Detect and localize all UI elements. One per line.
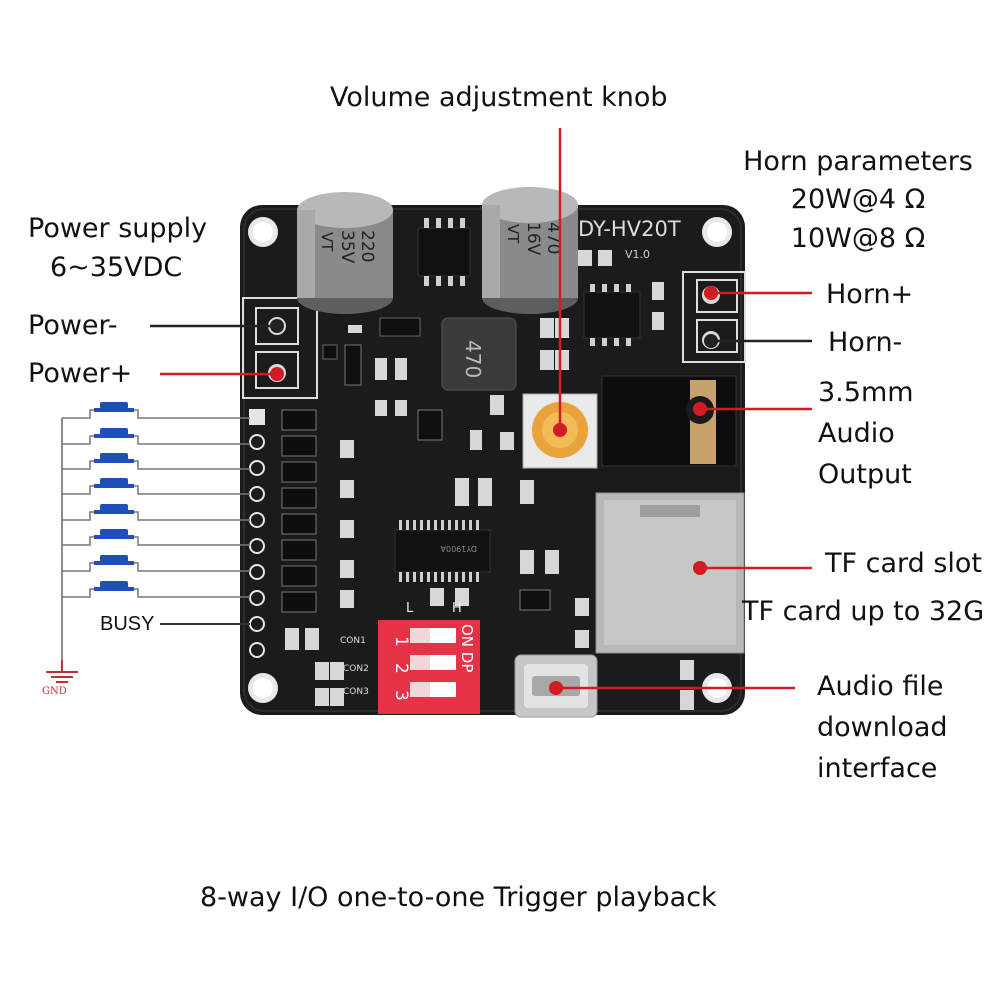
download-line3: interface	[817, 753, 938, 784]
tf-slot-label: TF card slot	[825, 548, 983, 579]
annotation-dots	[270, 286, 718, 695]
volume-knob-label: Volume adjustment knob	[330, 82, 668, 113]
cap-right-brand: VT	[504, 224, 522, 244]
io-protection-parts	[281, 409, 317, 613]
board-model: DY-HV20T	[578, 217, 681, 241]
gnd-symbol	[46, 660, 78, 683]
cap-left-voltage: 35V	[337, 230, 357, 264]
right-ic	[583, 284, 641, 346]
capacitor-left: 220 35V VT	[297, 192, 393, 314]
download-line1: Audio file	[817, 671, 944, 702]
dip-2-label: 2	[391, 663, 411, 674]
pin-header	[249, 409, 265, 658]
horn-plus-label: Horn+	[826, 279, 914, 310]
audio-output-line1: 3.5mm	[818, 377, 914, 408]
cap-left-value: 220	[357, 230, 377, 262]
trigger-buttons	[61, 409, 250, 660]
dip-H-label: H	[452, 601, 462, 616]
con3-label: CON3	[343, 687, 369, 697]
svg-text:470: 470	[543, 222, 563, 254]
cap-left-brand: VT	[318, 232, 336, 252]
horn-minus-label: Horn-	[828, 327, 903, 358]
power-minus-label: Power-	[28, 310, 118, 341]
horn-params-line2: 10W@8 Ω	[790, 223, 926, 254]
cap-right-voltage: 16V	[523, 222, 543, 256]
con2-label: CON2	[343, 664, 369, 674]
dip-switch: L H 1 2 3 ON DP	[378, 601, 480, 714]
cap-right-value: 470	[543, 222, 563, 254]
inductor-label: 470	[461, 340, 485, 378]
capacitor-right: 470 16V VT	[482, 187, 578, 314]
svg-text:VT: VT	[318, 232, 336, 252]
audio-output-line2: Audio	[818, 418, 895, 449]
top-ic	[417, 218, 471, 286]
svg-text:35V: 35V	[337, 230, 357, 264]
annotation-lines	[150, 128, 812, 690]
dip-L-label: L	[406, 601, 414, 616]
busy-label: BUSY	[100, 613, 155, 635]
inductor: 470	[441, 317, 517, 391]
con1-label: CON1	[340, 636, 366, 646]
caption: 8-way I/O one-to-one Trigger playback	[200, 882, 717, 913]
svg-text:16V: 16V	[523, 222, 543, 256]
power-plus-label: Power+	[28, 358, 133, 389]
power-supply-range: 6~35VDC	[50, 252, 183, 283]
dip-3-label: 3	[391, 690, 411, 701]
board-version: V1.0	[625, 248, 650, 261]
smd-components	[322, 250, 694, 710]
power-supply-label: Power supply	[28, 213, 208, 244]
button-caps	[94, 402, 134, 591]
main-chip-label: DY1900A	[440, 544, 477, 553]
horn-params-line1: 20W@4 Ω	[790, 184, 926, 215]
gnd-label: GND	[42, 686, 67, 697]
svg-text:VT: VT	[504, 224, 522, 244]
svg-text:220: 220	[357, 230, 377, 262]
dip-1-label: 1	[391, 636, 411, 647]
main-chip: DY1900A	[394, 520, 491, 582]
audio-jack	[601, 375, 737, 467]
mounting-holes	[248, 217, 732, 703]
tf-capacity-label: TF card up to 32G	[742, 596, 985, 627]
tf-card-slot	[595, 492, 745, 654]
audio-output-line3: Output	[818, 459, 912, 490]
horn-terminal	[682, 271, 746, 363]
con-connectors: CON1 CON2 CON3	[285, 628, 369, 706]
dip-on-label: ON DP	[458, 624, 476, 672]
horn-params-title: Horn parameters	[743, 146, 973, 177]
download-line2: download	[817, 712, 948, 743]
